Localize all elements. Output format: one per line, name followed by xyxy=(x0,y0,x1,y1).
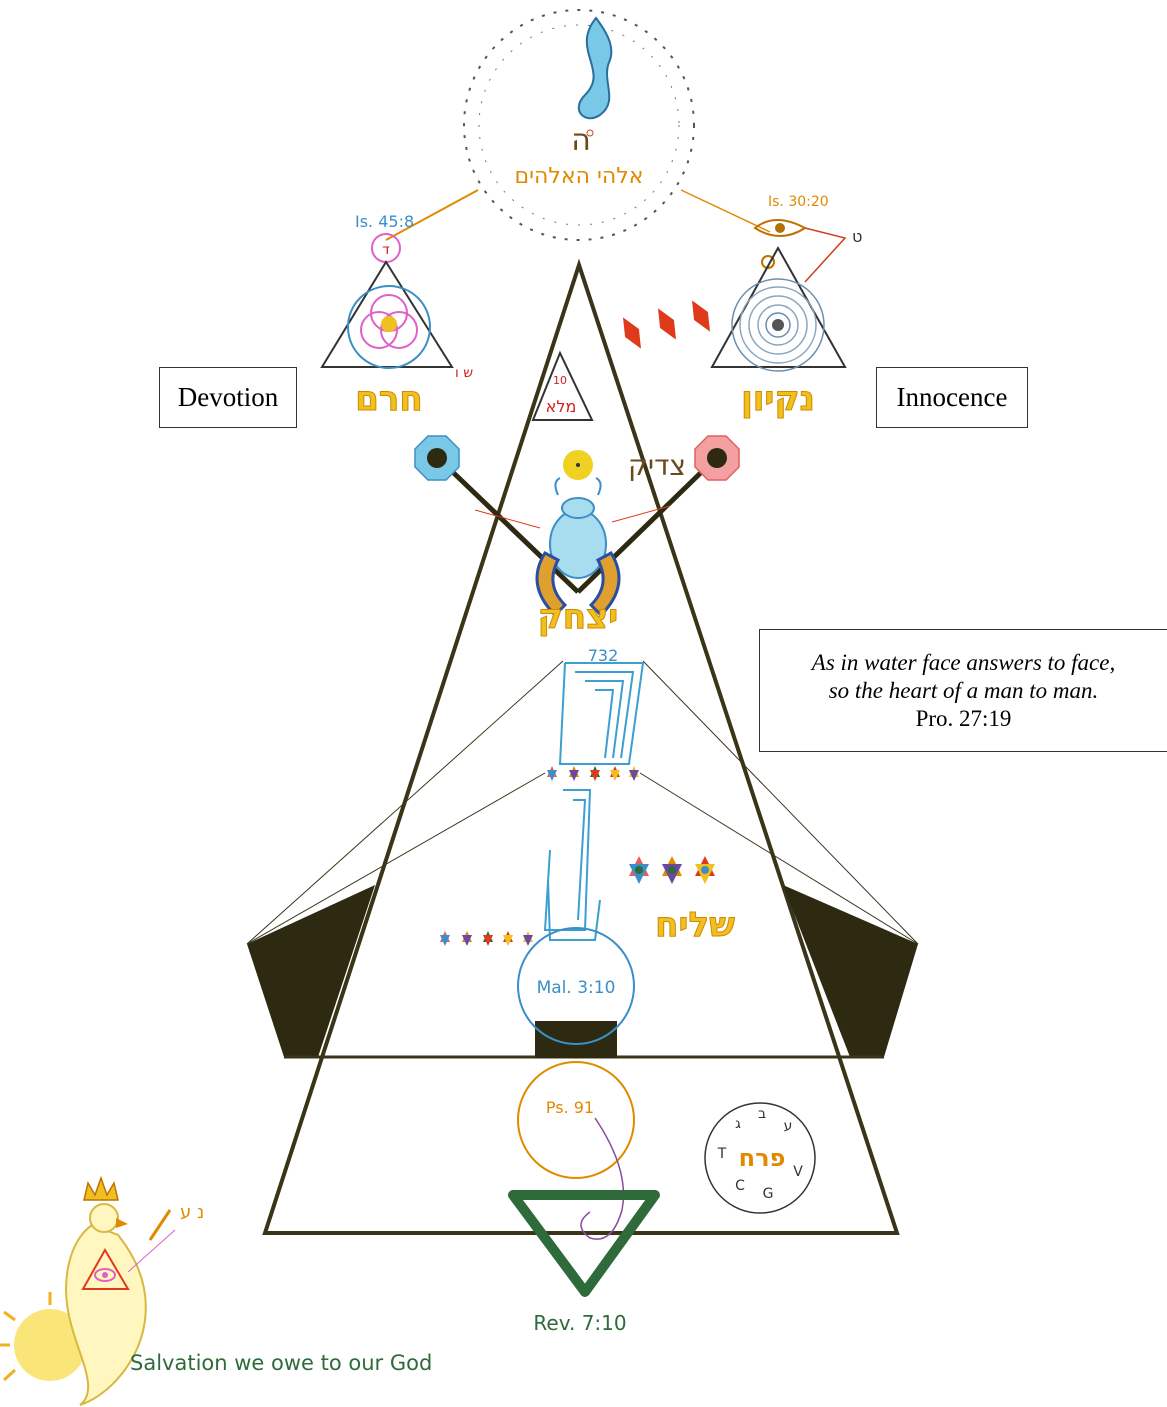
ref-ps: Ps. 91 xyxy=(546,1098,594,1117)
right-dark-wing xyxy=(783,885,918,1057)
ref-top-right: Is. 30:20 xyxy=(768,194,829,210)
crown-icon xyxy=(83,1175,119,1201)
spiral-line xyxy=(580,1117,625,1240)
svg-text:ג: ג xyxy=(735,1116,741,1132)
eye-triangle xyxy=(81,1247,130,1290)
circle-mal xyxy=(517,927,635,1045)
right-thin-line-lower xyxy=(639,772,919,945)
crown-hebrew-letter: ה xyxy=(571,123,591,158)
small-triangle-number: 10 xyxy=(553,374,567,387)
perach-circle: ב ג ע T V C G פרח xyxy=(704,1102,816,1214)
dove-sun xyxy=(14,1309,86,1381)
green-inverted-triangle xyxy=(508,1190,660,1297)
quote-line-2: so the heart of a man to man. xyxy=(828,677,1099,703)
crown-hebrew-text: אלהי האלהים xyxy=(515,164,644,189)
dove-letters: נ ע xyxy=(180,1202,204,1223)
star-row-upper xyxy=(547,766,639,781)
main-triangle xyxy=(262,258,900,1235)
innocence-triangle-group: Is. 30:20 ט נקיון xyxy=(710,194,862,420)
crown-left-line xyxy=(385,189,479,241)
devotion-letters: ש ו xyxy=(455,365,473,381)
striped-horns xyxy=(535,551,621,618)
innocence-label-box: Innocence xyxy=(876,367,1028,428)
number-732: 732 xyxy=(588,646,619,665)
ref-rev: Rev. 7:10 xyxy=(533,1311,626,1335)
crown-right-line xyxy=(680,189,771,233)
star-group-right xyxy=(629,856,715,884)
svg-text:V: V xyxy=(793,1164,803,1180)
caption-salvation: Salvation we owe to our God xyxy=(130,1351,432,1375)
right-thin-line-upper xyxy=(642,660,919,945)
svg-text:T: T xyxy=(717,1146,727,1162)
center-dark-block xyxy=(535,1021,617,1058)
ref-top-left: Is. 45:8 xyxy=(355,212,414,231)
devotion-label: Devotion xyxy=(177,382,279,412)
perach-hebrew: פרח xyxy=(739,1144,786,1172)
small-triangle-hebrew: מלא xyxy=(546,397,577,416)
eye-letter: ט xyxy=(852,227,862,246)
devotion-hebrew: חרם xyxy=(355,379,423,419)
quote-reference: Pro. 27:19 xyxy=(915,705,1012,731)
small-inner-triangle: 10 מלא xyxy=(531,350,594,421)
blue-flame xyxy=(577,16,613,120)
innocence-label: Innocence xyxy=(896,382,1008,412)
innocence-hebrew: נקיון xyxy=(741,379,815,419)
left-dark-wing xyxy=(247,885,375,1057)
left-thin-line-lower xyxy=(246,772,546,945)
quote-box: As in water face answers to face, so the… xyxy=(759,629,1167,752)
svg-text:C: C xyxy=(735,1178,745,1194)
dove-figure: נ ע xyxy=(0,1175,204,1406)
devotion-label-box: Devotion xyxy=(159,367,297,428)
devotion-triangle-group: Is. 45:8 ד ש ו חרם xyxy=(320,212,473,420)
tzaddik-hebrew: צדיק xyxy=(628,449,686,482)
ref-mal: Mal. 3:10 xyxy=(537,978,616,998)
circle-ps xyxy=(517,1061,635,1179)
svg-text:ע: ע xyxy=(784,1118,793,1134)
scarab-icon xyxy=(549,477,607,579)
star-row-lower xyxy=(440,931,533,946)
left-thin-line-upper xyxy=(246,660,564,945)
blue-maze-letter xyxy=(543,662,645,941)
svg-text:ב: ב xyxy=(758,1106,766,1122)
red-diamonds xyxy=(623,300,710,349)
top-left-letter: ד xyxy=(382,242,390,258)
yitzchak-hebrew: יצחק xyxy=(538,597,619,637)
dove-body xyxy=(65,1223,147,1406)
svg-text:G: G xyxy=(763,1186,774,1202)
shaliach-hebrew: שליח xyxy=(655,905,735,945)
crown-circle: ה אלהי האלהים xyxy=(463,9,695,241)
quote-line-1: As in water face answers to face, xyxy=(811,649,1116,675)
